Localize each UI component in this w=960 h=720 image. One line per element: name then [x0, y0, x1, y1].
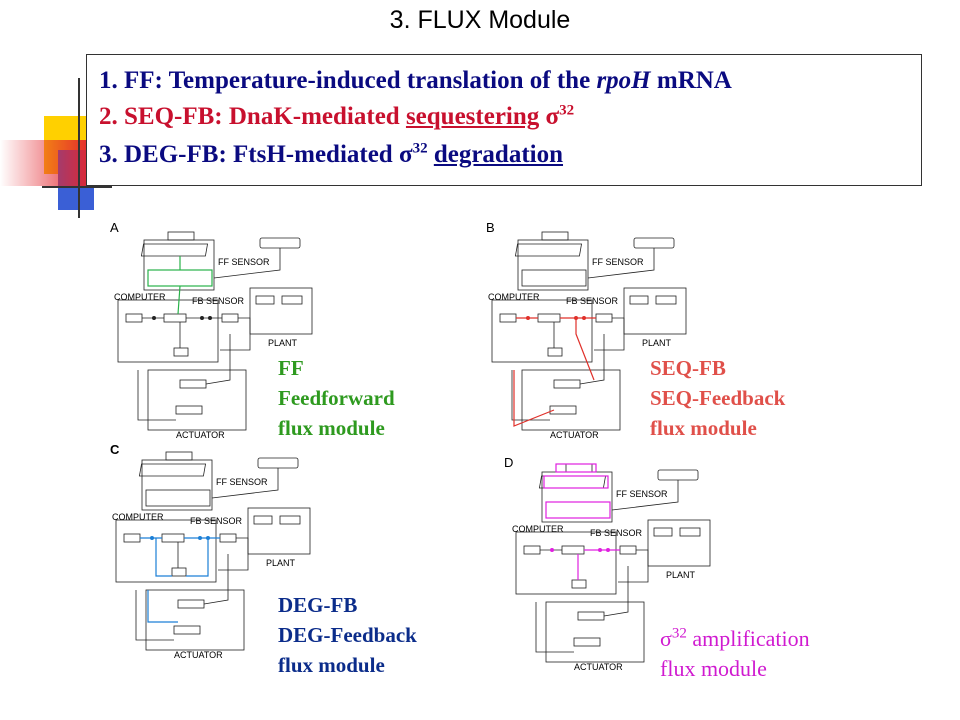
actuator-label: ACTUATOR — [176, 430, 225, 440]
actuator-label: ACTUATOR — [174, 650, 223, 660]
l3-prefix: 3. DEG-FB: FtsH-mediated — [99, 141, 399, 168]
caption-deg-line3: flux module — [278, 653, 385, 677]
caption-deg: DEG-FB DEG-Feedback flux module — [278, 590, 417, 680]
l2-underlined: sequestering — [405, 103, 540, 130]
actuator-label: ACTUATOR — [574, 662, 623, 672]
panel-letter-b: B — [486, 220, 495, 235]
plant-label: PLANT — [666, 570, 696, 580]
fb-sensor-label: FB SENSOR — [566, 296, 619, 306]
summary-line-seq: 2. SEQ-FB: DnaK-mediated sequestering σ3… — [99, 103, 574, 131]
computer-label: COMPUTER — [112, 512, 164, 522]
deco-red-gradient — [0, 140, 92, 186]
caption-ff-line1: FF — [278, 356, 304, 380]
computer-label: COMPUTER — [512, 524, 564, 534]
caption-amp-line2: flux module — [660, 656, 767, 681]
caption-ff: FF Feedforward flux module — [278, 353, 395, 443]
caption-amp: σ32 amplification flux module — [660, 624, 810, 684]
caption-amp-line1: σ32 amplification — [660, 624, 810, 654]
caption-seq-line1: SEQ-FB — [650, 356, 726, 380]
fb-sensor-label: FB SENSOR — [590, 528, 643, 538]
computer-label: COMPUTER — [114, 292, 166, 302]
ff-sensor-label: FF SENSOR — [218, 257, 270, 267]
amp-sup: 32 — [671, 625, 687, 642]
ff-sensor-label: FF SENSOR — [216, 477, 268, 487]
summary-box: 1. FF: Temperature-induced translation o… — [86, 54, 922, 186]
panel-letter-a: A — [110, 220, 119, 235]
caption-ff-line2: Feedforward — [278, 386, 395, 410]
deco-vertical-line — [78, 78, 80, 218]
l3-sigma: σ — [398, 141, 413, 168]
diagram-b: FF SENSOR FB SENSOR COMPUTER PLANT ACTUATOR — [488, 231, 687, 440]
fb-sensor-label: FB SENSOR — [192, 296, 245, 306]
plant-label: PLANT — [642, 338, 672, 348]
ff-sensor-label: FF SENSOR — [616, 489, 668, 499]
caption-seq-line3: flux module — [650, 416, 757, 440]
caption-seq: SEQ-FB SEQ-Feedback flux module — [650, 353, 785, 443]
l1-italic: rpoH — [596, 67, 651, 94]
l3-underlined: degradation — [433, 141, 564, 168]
summary-line-deg: 3. DEG-FB: FtsH-mediated σ32 degradation — [99, 141, 563, 169]
l2-sup: 32 — [559, 102, 575, 119]
panel-letter-d: D — [504, 455, 514, 470]
ff-sensor-label: FF SENSOR — [592, 257, 644, 267]
summary-line-ff: 1. FF: Temperature-induced translation o… — [99, 67, 732, 95]
plant-label: PLANT — [268, 338, 298, 348]
caption-ff-line3: flux module — [278, 416, 385, 440]
fb-sensor-label: FB SENSOR — [190, 516, 243, 526]
diagram-a: FF SENSOR FB SENSOR COMPUTER PLANT ACTUATOR — [114, 231, 313, 440]
caption-deg-line2: DEG-Feedback — [278, 623, 417, 647]
actuator-label: ACTUATOR — [550, 430, 599, 440]
slide-title: 3. FLUX Module — [389, 6, 571, 34]
caption-seq-line2: SEQ-Feedback — [650, 386, 786, 410]
diagram-c: FF SENSOR FB SENSOR COMPUTER PLANT ACTUATOR — [112, 451, 311, 660]
amp-rest: amplification — [686, 626, 810, 651]
caption-deg-line1: DEG-FB — [278, 593, 358, 617]
computer-label: COMPUTER — [488, 292, 540, 302]
diagram-d: FF SENSOR FB SENSOR COMPUTER PLANT ACTUATOR — [512, 463, 711, 672]
amp-sigma: σ — [660, 626, 672, 651]
panel-letter-c: C — [110, 442, 120, 457]
l1-suffix: mRNA — [650, 67, 732, 94]
l2-sigma: σ — [545, 103, 560, 130]
plant-label: PLANT — [266, 558, 296, 568]
l3-sup: 32 — [412, 140, 428, 157]
l1-prefix: 1. FF: Temperature-induced translation o… — [99, 67, 597, 94]
l2-prefix: 2. SEQ-FB: DnaK-mediated — [99, 103, 406, 130]
deco-horizontal-line — [42, 186, 112, 188]
